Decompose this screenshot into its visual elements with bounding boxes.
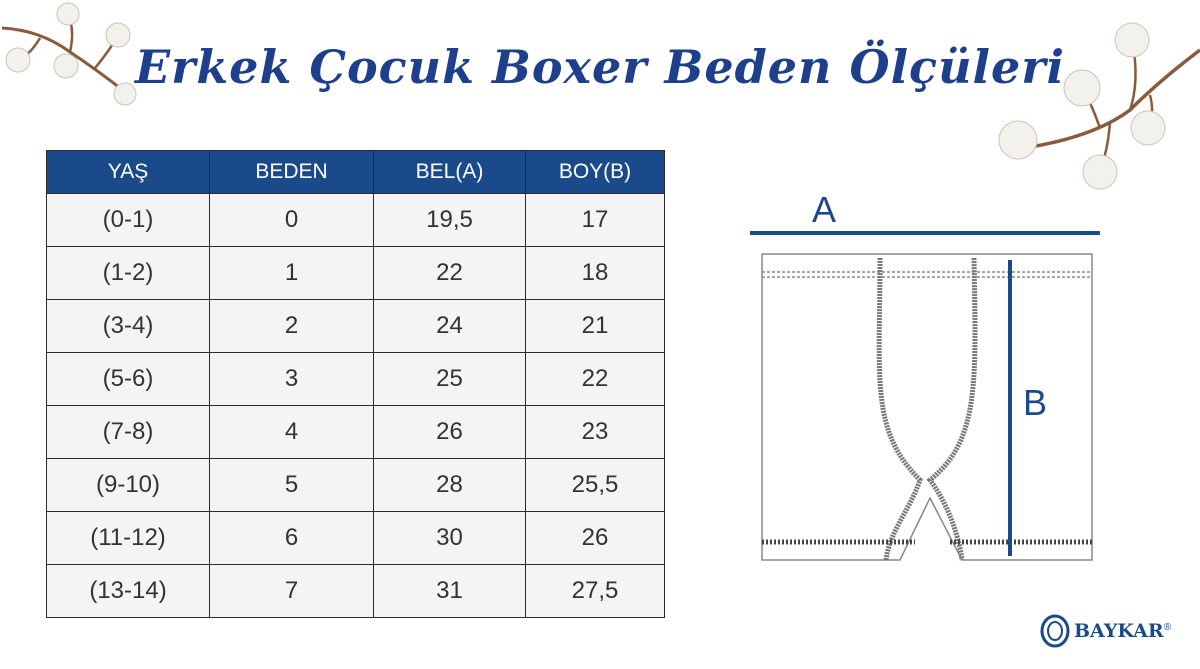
cell-size: 6 <box>209 511 374 565</box>
cell-waist: 24 <box>373 299 526 353</box>
cell-age: (0-1) <box>46 193 210 247</box>
cell-size: 2 <box>209 299 374 353</box>
brand-logo: BAYKAR ® <box>1040 614 1171 648</box>
table-header-row: YAŞ BEDEN BEL(A) BOY(B) <box>46 150 665 194</box>
table-row: (1-2) 1 22 18 <box>46 246 665 300</box>
table-row: (0-1) 0 19,5 17 <box>46 193 665 247</box>
cell-age: (7-8) <box>46 405 210 459</box>
brand-name: BAYKAR <box>1074 620 1164 642</box>
cotton-branch-icon <box>998 22 1200 190</box>
cell-length: 22 <box>525 352 665 406</box>
cell-length: 26 <box>525 511 665 565</box>
cell-age: (3-4) <box>46 299 210 353</box>
table-row: (3-4) 2 24 21 <box>46 299 665 353</box>
label-a: A <box>812 189 836 230</box>
header-cell-waist: BEL(A) <box>373 150 526 194</box>
cell-size: 0 <box>209 193 374 247</box>
cell-waist: 31 <box>373 564 526 618</box>
header-cell-size: BEDEN <box>209 150 374 194</box>
baykar-logo-icon <box>1040 614 1070 648</box>
cell-age: (11-12) <box>46 511 210 565</box>
cell-waist: 28 <box>373 458 526 512</box>
cell-size: 4 <box>209 405 374 459</box>
cell-age: (9-10) <box>46 458 210 512</box>
cell-length: 23 <box>525 405 665 459</box>
cell-length: 27,5 <box>525 564 665 618</box>
cell-size: 5 <box>209 458 374 512</box>
cell-waist: 26 <box>373 405 526 459</box>
cell-age: (5-6) <box>46 352 210 406</box>
boxer-diagram: A B <box>750 189 1100 561</box>
cell-waist: 30 <box>373 511 526 565</box>
header-cell-length: BOY(B) <box>525 150 665 194</box>
table-row: (11-12) 6 30 26 <box>46 511 665 565</box>
table-row: (7-8) 4 26 23 <box>46 405 665 459</box>
label-b: B <box>1023 382 1047 423</box>
cell-age: (1-2) <box>46 246 210 300</box>
cell-waist: 22 <box>373 246 526 300</box>
cell-length: 17 <box>525 193 665 247</box>
table-row: (9-10) 5 28 25,5 <box>46 458 665 512</box>
registered-mark: ® <box>1163 622 1172 633</box>
cell-length: 18 <box>525 246 665 300</box>
table-row: (5-6) 3 25 22 <box>46 352 665 406</box>
cell-size: 1 <box>209 246 374 300</box>
cell-size: 3 <box>209 352 374 406</box>
cell-waist: 19,5 <box>373 193 526 247</box>
cell-size: 7 <box>209 564 374 618</box>
cell-length: 21 <box>525 299 665 353</box>
cell-age: (13-14) <box>46 564 210 618</box>
size-table: YAŞ BEDEN BEL(A) BOY(B) (0-1) 0 19,5 17 … <box>46 150 665 618</box>
page-title: Erkek Çocuk Boxer Beden Ölçüleri <box>135 40 1065 94</box>
cotton-branch-icon <box>1 2 137 106</box>
cell-waist: 25 <box>373 352 526 406</box>
header-cell-age: YAŞ <box>46 150 210 194</box>
table-row: (13-14) 7 31 27,5 <box>46 564 665 618</box>
cell-length: 25,5 <box>525 458 665 512</box>
